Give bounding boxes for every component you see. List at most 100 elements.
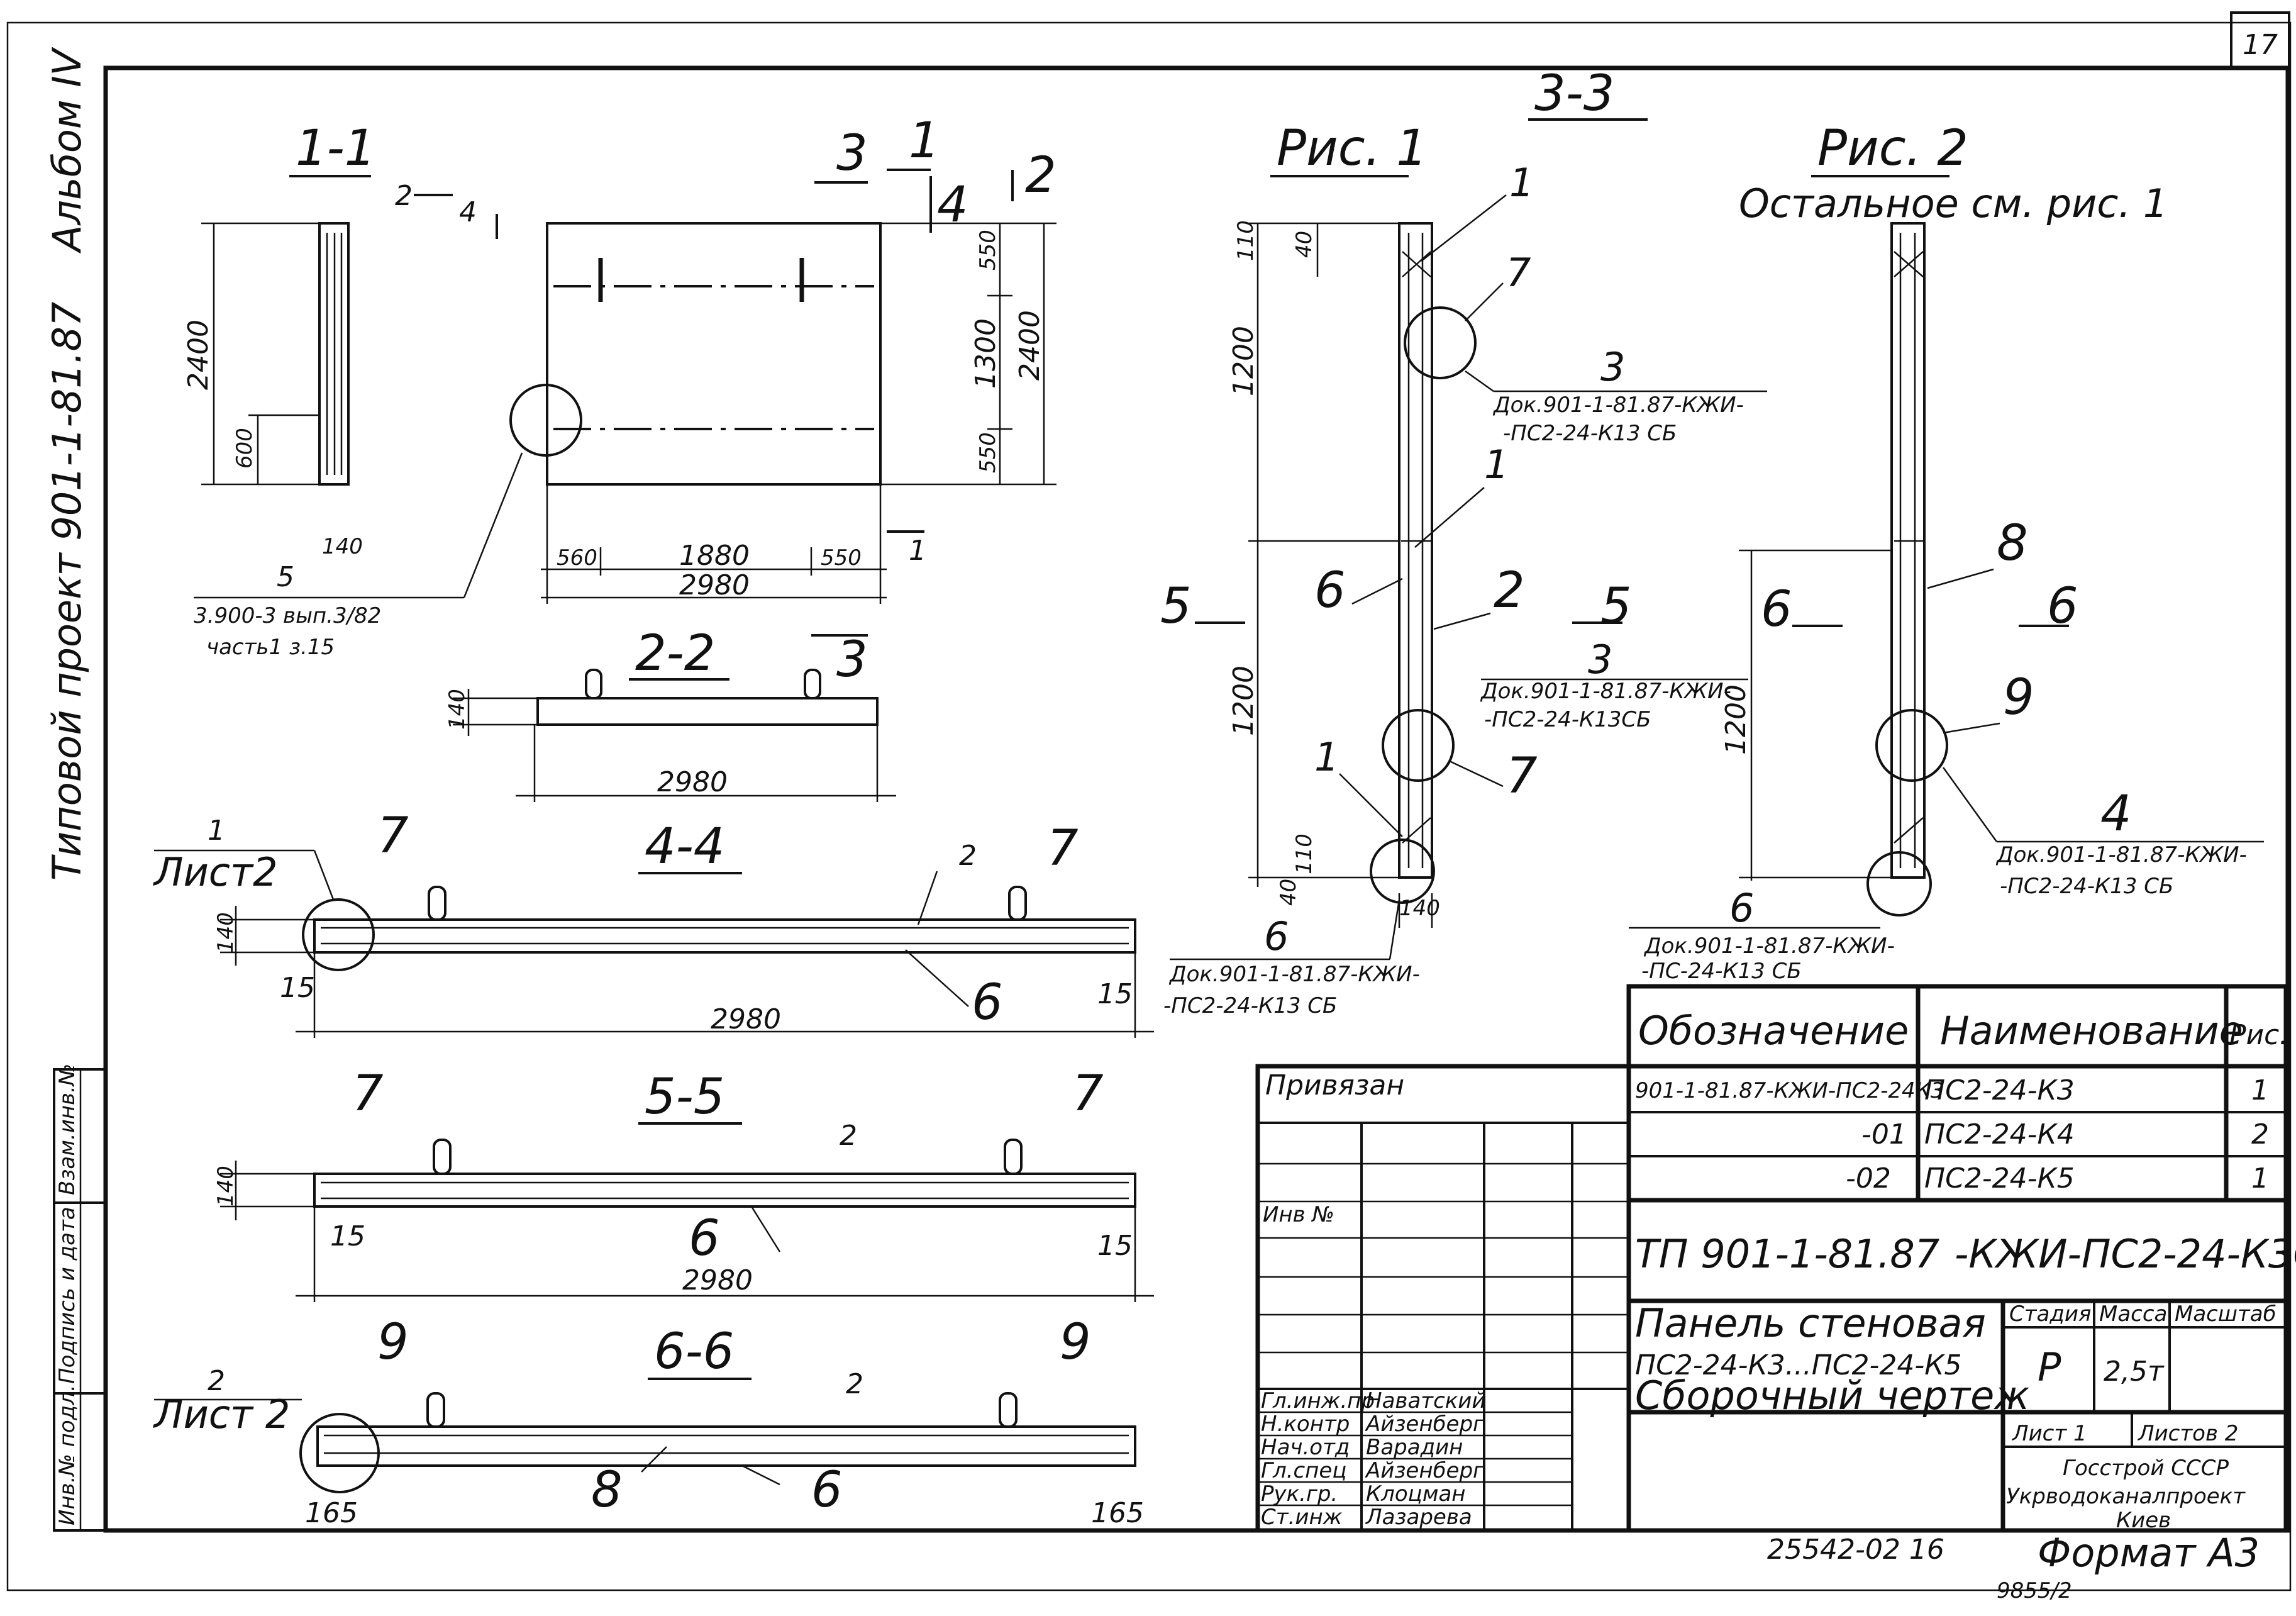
plan-dim-2400: 2400: [1014, 310, 1046, 381]
section-1-1-ref-line1: 3.900-3 вып.3/82: [194, 603, 381, 628]
tb-name-line3: Сборочный чертеж: [1635, 1373, 2029, 1418]
section-3-3-title: 3-3: [1534, 65, 1614, 122]
fig1-callout-2: 2: [1494, 562, 1525, 619]
fig1-dim-40b: 40: [1276, 879, 1301, 906]
spec-row1-designation: 901-1-81.87-КЖИ-ПС2-24К3: [1635, 1078, 1944, 1103]
section-5-5-dim-15b: 15: [1097, 1230, 1133, 1262]
staff-name-6: Лазарева: [1365, 1505, 1472, 1530]
fig1-doc-b-line2: -ПС2-24-К13СБ: [1484, 707, 1651, 732]
stamp-vzam: Взам.инв.№: [55, 1064, 80, 1195]
plan-marker-3: 3: [836, 125, 868, 182]
fig1-doc-c-line1: Док.901-1-81.87-КЖИ-: [1168, 962, 1420, 987]
section-1-1: 1-1 2400 600 140 2 4 5 3.900-3 вып.3/82 …: [182, 120, 523, 660]
detail-circle: [509, 384, 582, 457]
panel-outline: [546, 222, 882, 486]
fig1-dim-1200a: 1200: [1228, 326, 1260, 396]
fig1-callout-3a: 3: [1600, 344, 1625, 390]
plan-marker-4: 4: [937, 177, 968, 233]
spec-row2-designation: -01: [1861, 1118, 1907, 1151]
fig2-callout-6: 6: [1729, 885, 1754, 931]
plan-arrow-1: 1: [909, 535, 926, 567]
plan-marker-1: 1: [909, 113, 940, 169]
fig2-callout-9: 9: [2003, 669, 2034, 726]
section-1-1-marker-2: 2: [395, 180, 413, 212]
fig2-doc-a-line2: -ПС2-24-К13 СБ: [2000, 874, 2173, 899]
fig1-dim-40: 40: [1292, 231, 1317, 258]
title-block: Привязан Инв № Гл.инж.пр Наватский Н.кон…: [1255, 1064, 2296, 1533]
fig1-doc-b-line1: Док.901-1-81.87-КЖИ-: [1480, 679, 1731, 704]
fig1-dim-1200b: 1200: [1228, 666, 1260, 736]
section-6-6-sheet-ref: Лист 2: [153, 1391, 290, 1437]
staff-name-1: Наватский: [1366, 1388, 1486, 1413]
tb-name-line2: ПС2-24-К3...ПС2-24-К5: [1635, 1349, 1962, 1381]
section-6-6-dim-165b: 165: [1091, 1497, 1144, 1529]
fig2-dim-1200: 1200: [1720, 684, 1752, 755]
section-4-4-callout-1: 1: [208, 815, 225, 847]
staff-role-3: Нач.отд: [1261, 1435, 1350, 1460]
staff-name-3: Варадин: [1366, 1435, 1463, 1460]
stamp-inv: Инв.№ подл.: [55, 1385, 80, 1525]
spec-table: Обозначение Наименование Рис. 901-1-81.8…: [1626, 984, 2288, 1203]
section-6-6-callout-2b: 2: [846, 1368, 863, 1400]
section-6-6-title: 6-6: [654, 1323, 734, 1380]
fig1-dim-110: 110: [1233, 220, 1258, 261]
section-1-1-dim-total: 2400: [182, 320, 214, 390]
section-5-5-callout-7a: 7: [352, 1066, 384, 1122]
panel-plan: 550 1300 550 2400 560 1880 550 2980 3 1 …: [509, 113, 1056, 604]
section-4-4-callout-6: 6: [972, 974, 1003, 1031]
tb-inv-no: Инв №: [1263, 1202, 1334, 1227]
tb-scale-header: Масштаб: [2175, 1301, 2277, 1327]
section-4-4-callout-7b: 7: [1047, 820, 1079, 877]
staff-name-2: Айзенберг: [1365, 1412, 1485, 1437]
section-6-6: 6-6 2 Лист 2 9 2 9 8 6 165 165: [153, 1314, 1144, 1529]
fig2-callout-8: 8: [1997, 515, 2028, 572]
fig1-callout-1b: 1: [1484, 442, 1509, 488]
section-1-1-marker-4: 4: [459, 196, 477, 228]
spec-row1-fig: 1: [2251, 1074, 2269, 1106]
fig2-note: Остальное см. рис. 1: [1739, 181, 2168, 226]
spec-row2-name: ПС2-24-К4: [1924, 1118, 2075, 1151]
spec-row3-name: ПС2-24-К5: [1924, 1162, 2075, 1195]
section-5-5-dim-140: 140: [213, 1166, 238, 1206]
tb-sheets-label: Листов 2: [2137, 1421, 2238, 1446]
section-4-4-dim-2980: 2980: [711, 1003, 781, 1035]
section-2-2-dim-h: 140: [445, 689, 470, 730]
staff-role-1: Гл.инж.пр: [1261, 1388, 1375, 1413]
fig1-doc-a-line1: Док.901-1-81.87-КЖИ-: [1492, 393, 1744, 418]
section-6-6-profile: [316, 1425, 1136, 1467]
stamp-podpis: Подпись и дата: [55, 1206, 80, 1384]
sheet-number: 17: [2243, 29, 2278, 61]
project-title: Типовой проект 901-1-81.87: [44, 302, 90, 881]
fig1-title: Рис. 1: [1277, 120, 1428, 177]
section-2-2-arrow-3: 3: [836, 632, 868, 688]
tb-doc-code-left: ТП 901-1-81.87: [1635, 1231, 1939, 1277]
footer-format: Формат А3: [2038, 1530, 2260, 1576]
fig1-profile: [1398, 222, 1433, 879]
fig1-callout-7b: 7: [1506, 748, 1538, 805]
tb-stage: Р: [2038, 1344, 2061, 1390]
outer-frame: [6, 21, 2292, 1591]
spec-row1-name: ПС2-24-К3: [1924, 1074, 2075, 1106]
staff-name-5: Клоцман: [1366, 1481, 1466, 1507]
fig1-callout-6b: 6: [1264, 913, 1289, 959]
section-1-1-profile: [318, 222, 350, 486]
section-6-6-callout-8: 8: [591, 1462, 623, 1518]
section-6-6-callout-2: 2: [208, 1365, 225, 1397]
spec-header-name: Наименование: [1940, 1008, 2243, 1054]
section-4-4-title: 4-4: [645, 818, 724, 875]
section-2-2: 2-2 140 2980 3: [445, 625, 896, 802]
section-5-5-callout-6: 6: [689, 1210, 720, 1267]
fig1-callout-7a: 7: [1506, 250, 1531, 296]
fig1-dim-140: 140: [1399, 896, 1440, 921]
spec-header-fig: Рис.: [2229, 1019, 2288, 1051]
section-4-4-dim-15b: 15: [1097, 978, 1133, 1010]
tb-org-line1: Госстрой СССР: [2063, 1456, 2229, 1481]
section-5-5-dim-2980: 2980: [682, 1264, 753, 1296]
fig1-doc-c-line2: -ПС2-24-К13 СБ: [1163, 993, 1337, 1018]
spec-header-designation: Обозначение: [1638, 1008, 1909, 1054]
tb-mass-header: Масса: [2099, 1301, 2167, 1327]
section-6-6-callout-9a: 9: [377, 1314, 409, 1371]
section-1-1-ref-num: 5: [277, 561, 294, 593]
staff-role-4: Гл.спец: [1261, 1458, 1346, 1483]
